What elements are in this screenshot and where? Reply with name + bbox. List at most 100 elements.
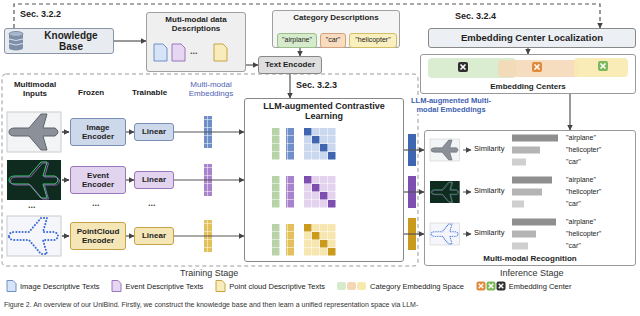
center-marker — [499, 284, 504, 289]
legend-label: Point cloud Descriptive Texts — [229, 282, 325, 291]
text-label: Similarity — [474, 145, 504, 154]
figure-caption: Figure 2. An overview of our UniBind. Fi… — [4, 301, 636, 309]
arrow-connector — [174, 235, 244, 236]
document-icon — [154, 44, 167, 61]
legend: Image Descriptive Texts Event Descriptive… — [6, 280, 571, 292]
dashed-connector — [14, 4, 600, 28]
arrow-connector — [404, 149, 424, 150]
text-label: ... — [148, 198, 156, 208]
document-icon — [7, 281, 16, 292]
node-label: Text Encoder — [265, 60, 315, 69]
legend-item: Category Embedding Space — [337, 280, 464, 292]
airplane-image — [7, 112, 61, 152]
panel-ground — [424, 130, 636, 266]
node-label: Category Descriptions — [293, 13, 378, 22]
arrow-connector — [404, 191, 424, 192]
database-icon — [9, 32, 23, 51]
text-label: Trainable — [132, 88, 167, 97]
category-space — [357, 282, 366, 290]
panel-ground — [420, 54, 636, 94]
text-label: "car" — [566, 242, 581, 250]
legend-swatch — [337, 280, 367, 292]
legend-item: Point cloud Descriptive Texts — [215, 280, 325, 292]
node-label: Image Encoder — [74, 123, 122, 141]
arrow-connector — [299, 48, 300, 56]
node-label: "helicopter" — [355, 36, 390, 44]
arrow-connector — [114, 40, 146, 41]
center-marker — [476, 282, 485, 291]
node-label: Embedding Center Localization — [461, 33, 603, 44]
center-marker — [458, 62, 468, 72]
legend-label: Image Descriptive Texts — [20, 282, 99, 291]
document-icon — [214, 44, 227, 61]
encoder-box: PointCloud Encoder — [70, 222, 126, 250]
embedding-grid — [204, 116, 212, 252]
knowledge-base-box: Knowledge Base — [4, 28, 114, 54]
arrow-connector — [246, 64, 258, 65]
arrow-connector — [126, 179, 134, 180]
text-label: ... — [28, 200, 36, 210]
text-label: ... — [92, 198, 100, 208]
arrow-connector — [569, 94, 570, 130]
arrow-connector — [126, 235, 134, 236]
similarity-arrow — [463, 150, 471, 151]
text-label: "airplane" — [566, 176, 596, 184]
panel-ground — [4, 28, 114, 54]
legend-swatch — [6, 280, 17, 292]
category-note: "car" — [320, 33, 346, 48]
text-label: "car" — [566, 200, 581, 208]
input-arrow — [62, 235, 69, 236]
category-group: Category Descriptions "airplane" "car" "hel… — [272, 10, 400, 48]
node-label: LLM-augmented Contrastive Learning — [248, 101, 400, 122]
point-cloud-image — [7, 216, 61, 256]
event-thumbnail — [430, 181, 460, 203]
arrow-connector — [126, 131, 134, 132]
recognition-panel: Multi-modal Recognition — [424, 130, 636, 266]
legend-item: Embedding Center — [476, 280, 572, 292]
linear-layer-box: Linear — [134, 123, 174, 141]
node-label: "car" — [326, 36, 341, 44]
node-label: Embedding Centers — [490, 82, 566, 91]
text-label: Similarity — [474, 187, 504, 196]
node-label: PointCloud Encoder — [74, 227, 122, 245]
category-note: "airplane" — [277, 33, 317, 48]
airplane-thumbnail — [430, 139, 460, 161]
legend-item: Event Descriptive Texts — [111, 280, 203, 292]
text-label: "helicopter" — [566, 146, 601, 154]
text-label: ... — [190, 46, 198, 56]
arrow-connector — [289, 74, 290, 98]
text-label: "airplane" — [566, 218, 596, 226]
node-label: Linear — [142, 175, 166, 184]
linear-layer-box: Linear — [134, 171, 174, 189]
center-marker — [598, 61, 608, 71]
node-label: Event Encoder — [74, 171, 122, 189]
embedding-panel: Embedding Centers — [420, 54, 636, 94]
panel-ground — [272, 10, 400, 48]
text-label: "helicopter" — [566, 230, 601, 238]
input-arrow — [62, 131, 69, 132]
document-icon — [172, 44, 185, 61]
center-marker — [496, 282, 505, 291]
input-arrow — [62, 132, 69, 236]
linear-layer-box: Linear — [134, 227, 174, 245]
node-label: "airplane" — [282, 36, 312, 44]
contrastive-panel: LLM-augmented Contrastive Learning — [244, 98, 404, 262]
text-label: "helicopter" — [566, 188, 601, 196]
category-space — [347, 282, 356, 290]
text-label: LLM-augmented Multi-modal Embeddings — [404, 97, 498, 114]
category-space — [337, 282, 346, 290]
node-label: Multi-modal Recognition — [483, 254, 576, 263]
panel-ground — [146, 12, 246, 72]
center-marker — [479, 284, 484, 289]
text-label: "car" — [566, 158, 581, 166]
legend-swatch — [476, 280, 506, 292]
encoder-box: Event Encoder — [70, 166, 126, 194]
center-marker — [489, 284, 494, 289]
legend-swatch — [111, 280, 122, 292]
legend-label: Event Descriptive Texts — [125, 282, 203, 291]
arrow-connector — [174, 131, 244, 132]
text-label: Sec. 3.2.2 — [20, 9, 61, 19]
similarity-arrow — [463, 192, 471, 193]
center-marker — [532, 62, 542, 72]
